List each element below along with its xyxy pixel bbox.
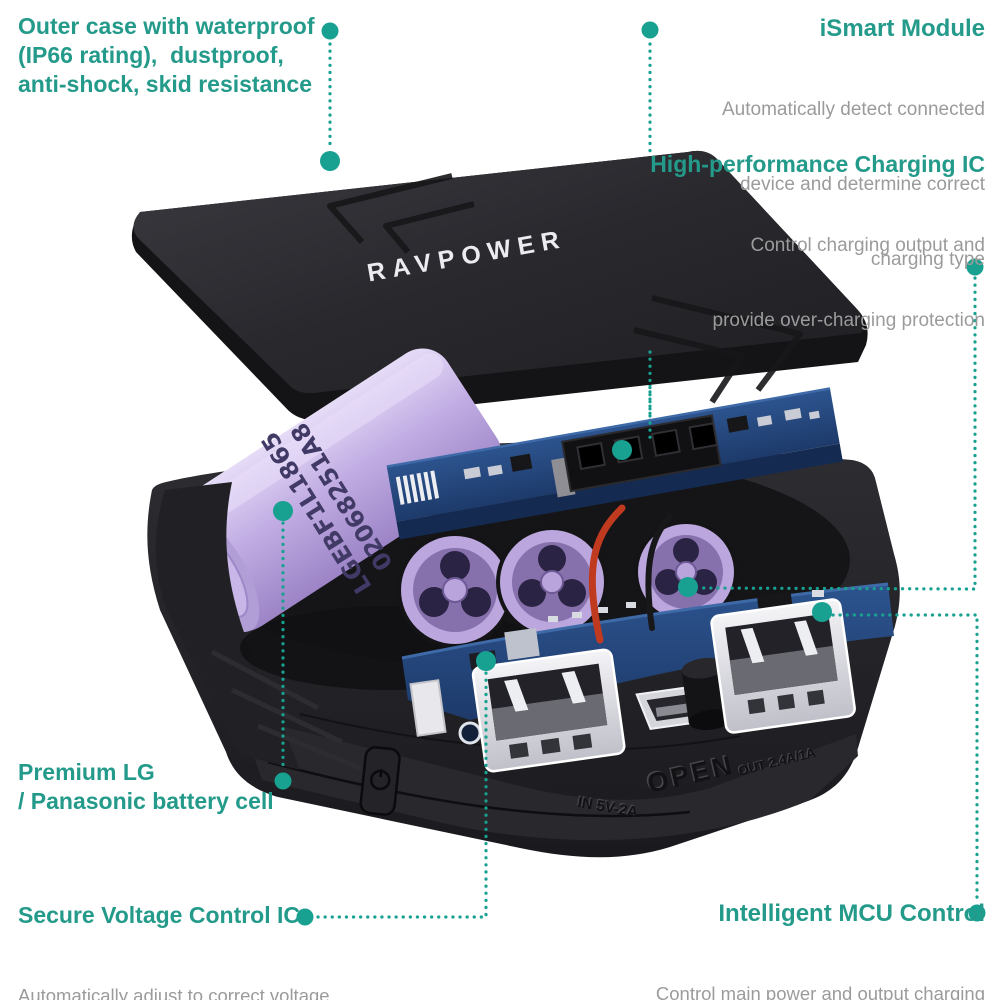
power-button-icon [369,768,391,791]
usb-port-right [710,598,856,734]
battery-end-caps [397,520,738,648]
power-button [359,746,401,816]
leader-line-charging-ic [698,276,977,591]
battery-connector [551,414,722,498]
callout-battery: Premium LG / Panasonic battery cell [18,758,274,816]
callout-title-line: (IP66 rating), dustproof, [18,42,284,68]
callout-dots [273,21,986,926]
callout-title-line: Premium LG [18,759,155,785]
callout-title: iSmart Module [819,15,985,42]
dot-voltage-ic-label [296,908,314,926]
charging-pcb-components [463,408,820,480]
dot-ismart-label [641,21,659,39]
pin-header [395,470,440,505]
callout-mcu: Intelligent MCU Control Control main pow… [603,899,985,1000]
callout-desc: Automatically detect connected device an… [722,99,985,270]
dot-battery-label [274,772,292,790]
callout-voltage-ic: Secure Voltage Control IC Automatically … [18,901,330,1000]
dot-mcu-target [812,602,832,622]
case-left-rim [155,482,300,770]
main-pcb [401,582,894,773]
callout-title: High-performance Charging IC [650,151,985,177]
leader-line-mcu [831,613,979,902]
charging-pcb [386,387,843,540]
case-ribs [210,649,361,771]
callout-title: Secure Voltage Control IC [18,902,301,928]
dot-charging-ic-label [966,258,984,276]
callout-charging-ic: High-performance Charging IC Control cha… [650,150,985,383]
dot-charging-ic-target [678,577,698,597]
callout-desc: Control charging output and provide over… [712,235,986,331]
callout-title-line: / Panasonic battery cell [18,788,274,814]
dot-outer-case-label [321,22,339,40]
dot-voltage-ic-target [476,651,496,671]
lid-groove-pattern [327,173,803,404]
top-lid: RAVPOWER [131,150,868,421]
battery-wires [588,504,673,644]
callout-title-line: Outer case with waterproof [18,13,315,39]
dot-battery-target [273,501,293,521]
callout-desc: Control main power and output charging c… [655,983,985,1000]
usb-port-left [471,648,626,773]
callout-desc: Automatically adjust to correct voltage … [18,985,330,1000]
leader-line-voltage-ic [316,671,488,919]
side-connector [409,679,447,737]
dot-mcu-label [968,904,986,922]
callout-ismart: iSmart Module Automatically detect conne… [722,14,985,322]
callout-outer-case: Outer case with waterproof (IP66 rating)… [18,12,315,99]
callout-title-line: anti-shock, skid resistance [18,71,313,97]
leader-lines [281,42,979,919]
dot-ismart-target [612,440,632,460]
callout-title: Intelligent MCU Control [718,900,985,927]
dot-outer-case-target [320,151,340,171]
